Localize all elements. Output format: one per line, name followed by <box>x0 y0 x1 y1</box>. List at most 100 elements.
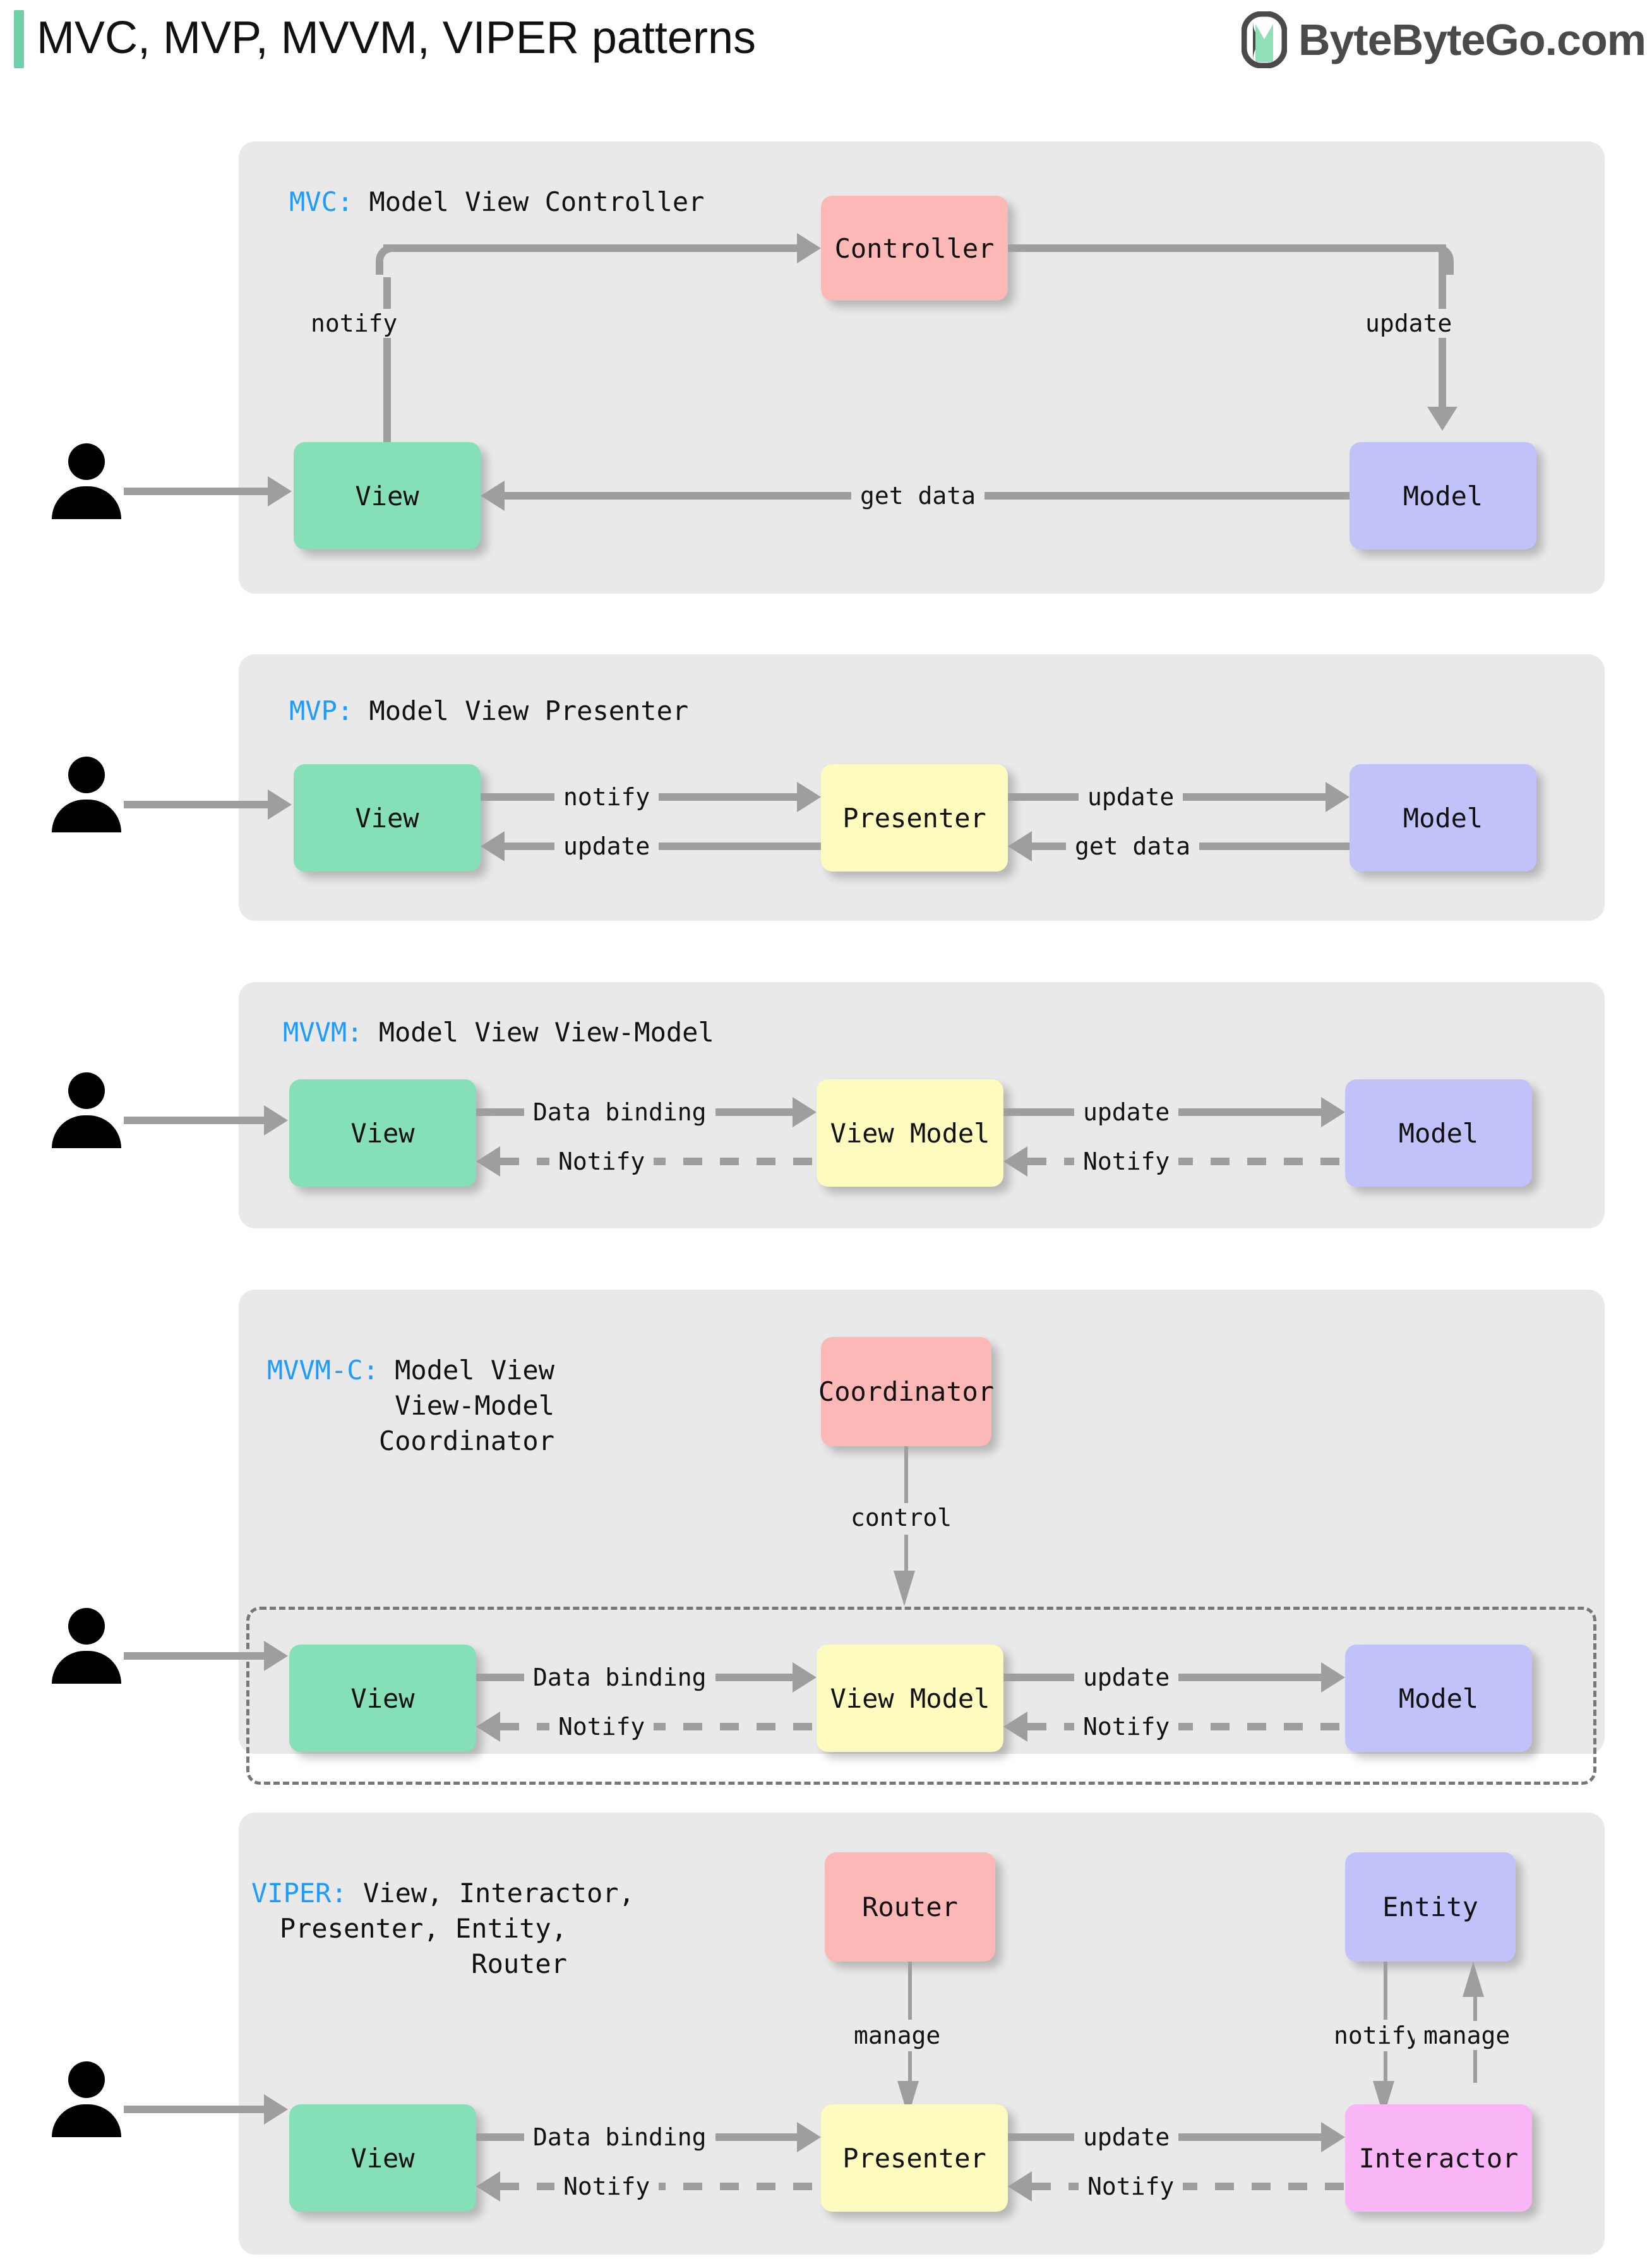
section-viper: VIPER: View, Interactor, Presenter, Enti… <box>239 1813 1605 2255</box>
edge-notify-left-line <box>500 2183 821 2190</box>
node-model[interactable]: Model <box>1345 1079 1532 1187</box>
edge-label-notify-left: Notify <box>549 1712 654 1741</box>
edge-user-arrowhead-mvp <box>268 789 292 820</box>
edge-user-arrowhead-viper <box>264 2094 288 2125</box>
edge-update-arrowhead <box>1321 1097 1345 1127</box>
node-controller[interactable]: Controller <box>821 196 1008 301</box>
section-viper-key: VIPER: <box>251 1878 347 1909</box>
edge-update-back-arrowhead <box>481 831 505 861</box>
edge-manage-line-lower <box>908 2051 912 2083</box>
edge-update-arrowhead <box>1321 2122 1345 2152</box>
edge-update-corner <box>1423 244 1454 275</box>
node-view[interactable]: View <box>289 1079 476 1187</box>
user-head <box>68 2061 105 2098</box>
edge-label-update: update <box>1074 1098 1179 1127</box>
node-interactor[interactable]: Interactor <box>1345 2104 1532 2212</box>
section-mvc: MVC: Model View Controller Controller Vi… <box>239 141 1605 594</box>
edge-notify-left-arrowhead <box>476 1711 500 1742</box>
edge-user-arrowhead-mvvm <box>264 1105 288 1136</box>
edge-user-to-view-mvp <box>124 801 269 808</box>
node-presenter-label: Presenter <box>842 2142 986 2174</box>
edge-label-update: update <box>1079 782 1183 812</box>
section-mvc-name: Model View Controller <box>353 186 705 217</box>
node-view-model[interactable]: View Model <box>817 1079 1003 1187</box>
node-entity[interactable]: Entity <box>1345 1852 1516 1962</box>
section-mvvmc-title-line3: Coordinator <box>378 1425 554 1456</box>
node-presenter[interactable]: Presenter <box>821 2104 1008 2212</box>
edge-notify-right-arrowhead <box>1003 1146 1027 1177</box>
edge-label-notify: notify <box>302 309 407 338</box>
node-model-label: Model <box>1403 802 1483 834</box>
node-view-label: View <box>350 1117 415 1149</box>
edge-control-arrowhead <box>894 1571 915 1606</box>
edge-manage-entity-arrowhead <box>1463 1962 1484 1997</box>
section-mvc-title: MVC: Model View Controller <box>289 184 704 220</box>
user-icon-mvvm <box>52 1072 121 1148</box>
edge-label-notify-left: Notify <box>549 1147 654 1176</box>
node-model[interactable]: Model <box>1350 764 1536 872</box>
node-presenter[interactable]: Presenter <box>821 764 1008 872</box>
node-entity-label: Entity <box>1382 1891 1478 1922</box>
edge-getdata-arrowhead <box>1008 831 1032 861</box>
page-title: MVC, MVP, MVVM, VIPER patterns <box>37 13 756 63</box>
node-model[interactable]: Model <box>1345 1645 1532 1752</box>
edge-update-back-line <box>505 842 821 850</box>
node-view-label: View <box>355 802 419 834</box>
node-model[interactable]: Model <box>1350 442 1536 549</box>
node-view[interactable]: View <box>289 1645 476 1752</box>
edge-notify-horizontal <box>383 244 800 252</box>
node-coordinator[interactable]: Coordinator <box>818 1337 994 1446</box>
node-router[interactable]: Router <box>825 1852 995 1962</box>
edge-notify-right-arrowhead <box>1003 1711 1027 1742</box>
user-head <box>68 1072 105 1109</box>
user-body <box>52 486 121 519</box>
section-mvvm-title: MVVM: Model View View-Model <box>283 1015 714 1050</box>
edge-label-notify-right: Notify <box>1074 1712 1179 1741</box>
user-body <box>52 2104 121 2137</box>
edge-user-arrowhead-mvvmc <box>264 1641 288 1671</box>
section-mvvmc-key: MVVM-C: <box>266 1355 379 1386</box>
edge-notify-left-arrowhead <box>476 2171 500 2202</box>
node-view-model-label: View Model <box>830 1682 990 1714</box>
edge-update-horizontal <box>1008 244 1446 252</box>
bytebytego-mark-icon <box>1241 11 1288 69</box>
edge-label-get-data: get data <box>1066 832 1200 861</box>
node-view-label: View <box>355 480 419 512</box>
node-controller-label: Controller <box>834 232 995 264</box>
edge-notify-left-line <box>500 1158 817 1165</box>
user-head <box>68 1608 105 1645</box>
edge-label-notify-entity: notify <box>1325 2021 1430 2050</box>
edge-label-update: update <box>1074 1663 1179 1692</box>
edge-label-notify-left: Notify <box>554 2172 659 2201</box>
section-viper-title-line2: Presenter, Entity, <box>279 1913 567 1944</box>
node-view[interactable]: View <box>294 442 481 549</box>
edge-update-arrowhead <box>1326 782 1350 812</box>
node-view-label: View <box>350 2142 415 2174</box>
section-mvvmc: MVVM-C: Model View View-Model Coordinato… <box>239 1290 1605 1785</box>
user-icon-mvc <box>52 443 121 519</box>
section-viper-title-line3: Router <box>471 1948 567 1979</box>
user-icon-mvvmc <box>52 1608 121 1684</box>
edge-label-notify: notify <box>554 782 659 812</box>
section-mvp: MVP: Model View Presenter View Presenter… <box>239 654 1605 921</box>
section-mvc-key: MVC: <box>289 186 354 217</box>
edge-user-to-view-mvc <box>124 488 269 495</box>
section-viper-name: View, Interactor, <box>347 1878 635 1909</box>
node-model-label: Model <box>1403 480 1483 512</box>
section-mvp-title: MVP: Model View Presenter <box>289 693 688 729</box>
edge-notify-entity-line-upper <box>1384 1962 1387 2020</box>
node-view-model[interactable]: View Model <box>817 1645 1003 1752</box>
node-view-label: View <box>350 1682 415 1714</box>
edge-label-data-binding: Data binding <box>524 2123 715 2152</box>
brand-name: ByteByteGo.com <box>1298 15 1646 64</box>
node-presenter-label: Presenter <box>842 802 986 834</box>
user-body <box>52 800 121 832</box>
user-icon-viper <box>52 2061 121 2137</box>
node-view[interactable]: View <box>289 2104 476 2212</box>
edge-label-manage: manage <box>845 2021 950 2050</box>
edge-label-get-data: get data <box>851 481 985 510</box>
title-accent-bar <box>14 10 24 68</box>
node-view[interactable]: View <box>294 764 481 872</box>
node-model-label: Model <box>1398 1117 1479 1149</box>
edge-notify-arrowhead <box>797 233 821 263</box>
